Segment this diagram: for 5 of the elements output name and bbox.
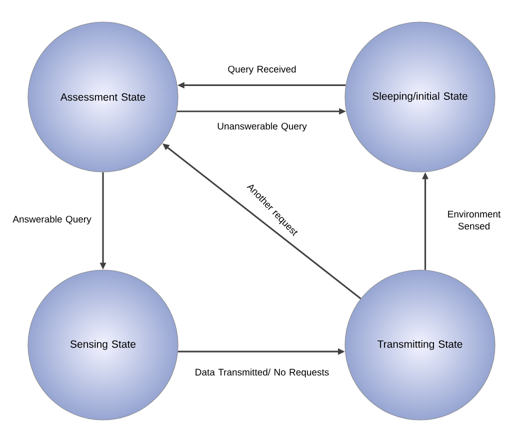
edge-label: Answerable Query [12, 216, 92, 224]
edge-label: Environment Sensed [448, 210, 501, 230]
edge-label: Query Received [228, 66, 296, 74]
edge-label: Unanswerable Query [218, 122, 307, 132]
edge-label: Data Transmitted/ No Requests [196, 368, 329, 378]
